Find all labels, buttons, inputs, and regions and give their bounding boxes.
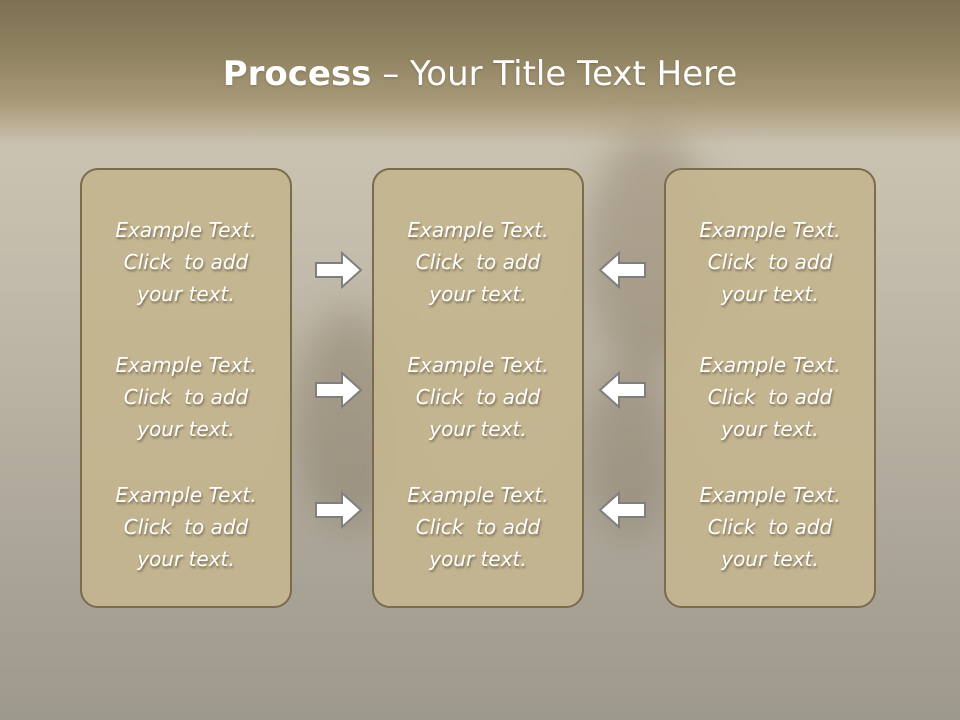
text-line: Example Text. [407,218,549,242]
text-line: Example Text. [699,218,841,242]
text-line: Click to add [707,250,833,274]
text-line: your text. [721,547,819,571]
text-line: Click to add [707,515,833,539]
text-line: your text. [429,282,527,306]
text-line: Example Text. [115,353,257,377]
right-arrow-icon [315,370,363,410]
left-arrow-icon [598,490,646,530]
title-rest: – Your Title Text Here [371,54,738,94]
text-line: your text. [137,417,235,441]
text-line: Click to add [123,385,249,409]
text-line: Example Text. [115,483,257,507]
text-line: your text. [721,417,819,441]
center-box[interactable]: Example Text. Click to add your text. Ex… [372,168,584,608]
text-line: Example Text. [407,483,549,507]
text-line: your text. [137,547,235,571]
text-block[interactable]: Example Text. Click to add your text. [666,214,874,310]
text-line: Example Text. [699,483,841,507]
title-band [0,0,960,145]
text-line: Example Text. [115,218,257,242]
text-block[interactable]: Example Text. Click to add your text. [82,214,290,310]
text-line: Example Text. [699,353,841,377]
text-block[interactable]: Example Text. Click to add your text. [666,349,874,445]
left-box[interactable]: Example Text. Click to add your text. Ex… [80,168,292,608]
text-line: Click to add [123,250,249,274]
text-line: Click to add [123,515,249,539]
text-line: Click to add [707,385,833,409]
text-line: your text. [429,417,527,441]
text-block[interactable]: Example Text. Click to add your text. [374,479,582,575]
left-arrow-icon [598,370,646,410]
right-box[interactable]: Example Text. Click to add your text. Ex… [664,168,876,608]
text-line: Click to add [415,385,541,409]
title-bold: Process [222,54,372,94]
text-line: your text. [429,547,527,571]
text-line: your text. [721,282,819,306]
text-block[interactable]: Example Text. Click to add your text. [374,214,582,310]
text-line: Click to add [415,250,541,274]
text-line: your text. [137,282,235,306]
text-block[interactable]: Example Text. Click to add your text. [666,479,874,575]
right-arrow-icon [315,490,363,530]
left-arrow-icon [598,250,646,290]
text-block[interactable]: Example Text. Click to add your text. [82,349,290,445]
right-arrow-icon [315,250,363,290]
text-line: Click to add [415,515,541,539]
text-block[interactable]: Example Text. Click to add your text. [374,349,582,445]
text-line: Example Text. [407,353,549,377]
slide-title: Process – Your Title Text Here [0,52,960,96]
text-block[interactable]: Example Text. Click to add your text. [82,479,290,575]
